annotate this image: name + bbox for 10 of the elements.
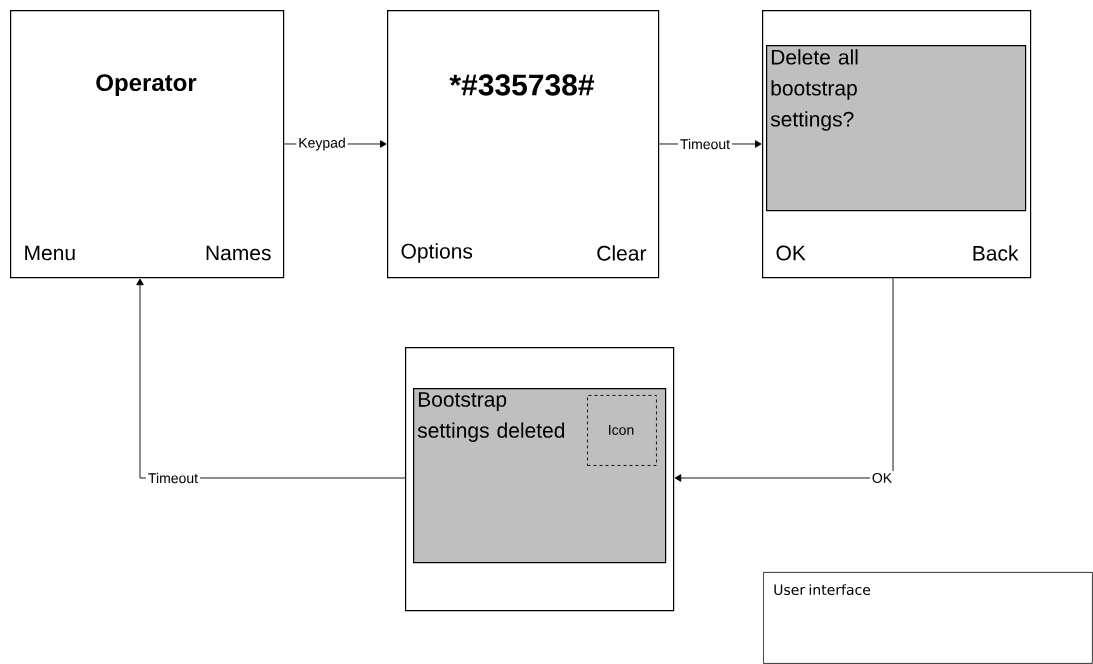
note-box: User interface [763,572,1093,664]
phone-screen: Operator Menu Names [10,10,285,279]
arrow [136,278,406,479]
dashed-icon-frame: Icon [587,395,657,466]
arrow [674,277,894,482]
edge-label: Keypad [296,135,348,153]
edge-label: OK [869,471,895,485]
edge-label: Timeout [146,470,201,486]
message-panel: Delete all bootstrap settings? [766,45,1027,212]
edge-label: Timeout [678,136,733,152]
